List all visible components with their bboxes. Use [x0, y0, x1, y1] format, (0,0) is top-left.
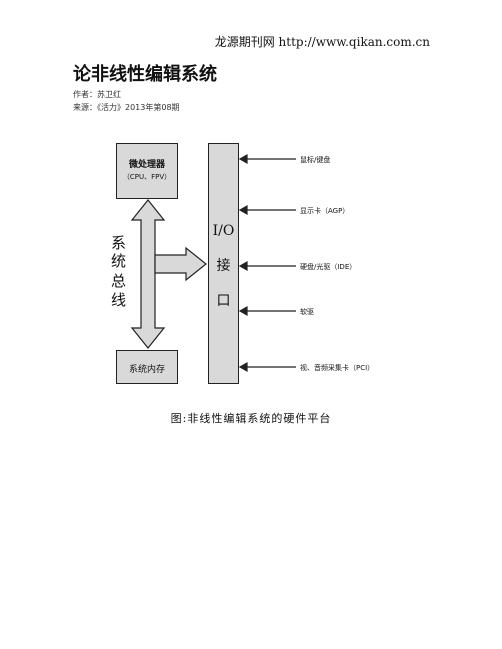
device-floppy: 软驱 — [300, 308, 314, 316]
memory-box-label: 系统内存 — [128, 365, 165, 375]
device-av-capture: 视、音频采集卡（PCI） — [300, 364, 375, 372]
bus-label-char: 系 — [111, 234, 127, 252]
device-hdd-optical: 硬盘/光驱（IDE） — [300, 263, 357, 271]
article-author: 作者：苏卫红 — [73, 90, 121, 99]
bus-label-char: 统 — [111, 252, 127, 270]
bus-label-char: 总 — [111, 272, 127, 290]
io-title: I/O — [212, 223, 235, 239]
cpu-box-title: 微处理器 — [128, 160, 165, 170]
io-char-1: 接 — [216, 258, 231, 274]
bus-double-arrow — [130, 199, 166, 349]
bus-to-io-arrow — [154, 246, 207, 282]
io-interface-box: I/O 接 口 — [208, 143, 239, 384]
device-display-card: 显示卡（AGP） — [300, 207, 350, 215]
cpu-box-subtitle: （CPU、FPV） — [122, 173, 172, 181]
device-mouse-keyboard: 鼠标/键盘 — [300, 156, 331, 164]
cpu-box: 微处理器 （CPU、FPV） — [116, 143, 178, 199]
io-char-2: 口 — [216, 293, 231, 309]
device-arrows — [238, 153, 296, 373]
bus-label-char: 线 — [111, 291, 127, 309]
article-source: 来源：《活力》2013年第08期 — [73, 103, 180, 112]
site-header: 龙源期刊网 http://www.qikan.com.cn — [214, 35, 430, 49]
memory-box: 系统内存 — [116, 350, 178, 384]
article-title: 论非线性编辑系统 — [73, 64, 217, 85]
figure-caption: 图:非线性编辑系统的硬件平台 — [170, 412, 332, 425]
